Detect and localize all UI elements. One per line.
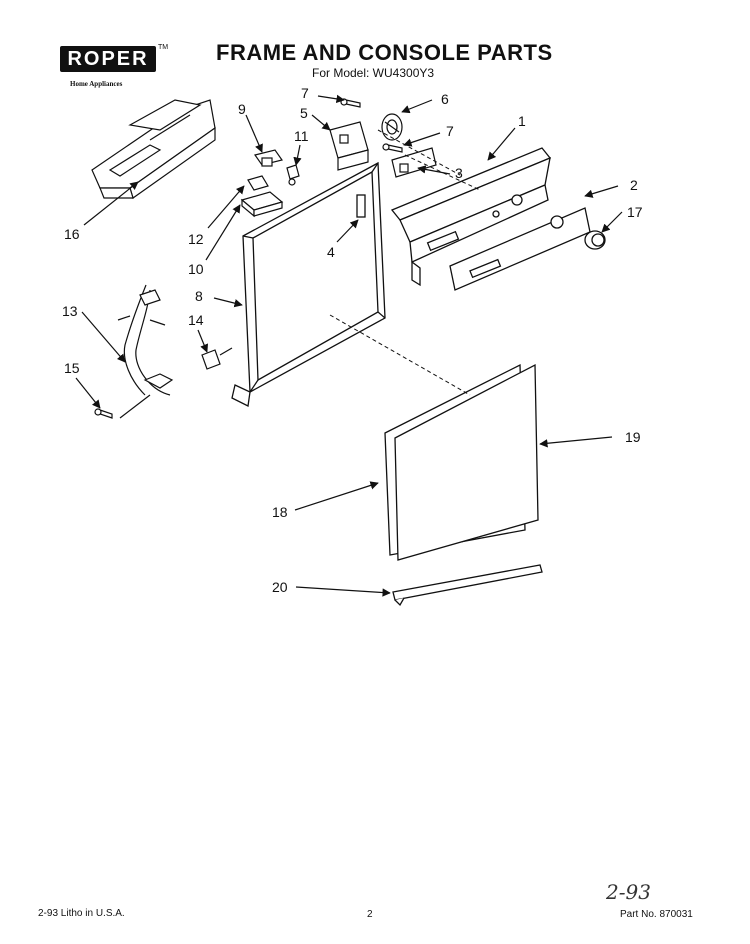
callout-16: 16 — [64, 226, 80, 242]
part-13-wire-harness — [117, 284, 174, 419]
callout-5: 5 — [300, 105, 308, 121]
part-17-knob — [584, 230, 606, 250]
part-7-screw-mid — [382, 143, 403, 153]
leader-arrows — [75, 94, 623, 597]
callout-10: 10 — [188, 261, 204, 277]
part-6-knob-cam — [381, 113, 403, 141]
callout-11: 11 — [294, 128, 309, 144]
callout-1: 1 — [518, 113, 526, 129]
callout-17: 17 — [627, 204, 643, 220]
callout-7-mid: 7 — [446, 123, 454, 139]
footer-part-number: Part No. 870031 — [620, 909, 693, 920]
callout-20: 20 — [272, 579, 288, 595]
callout-6: 6 — [441, 91, 449, 107]
part-1-console-panel — [390, 147, 552, 287]
part-20-trim-strip — [392, 564, 543, 607]
assembly-lines — [329, 129, 481, 396]
callout-13: 13 — [62, 303, 78, 319]
part-14-switch — [201, 347, 233, 370]
callout-labels: 1 2 3 4 5 6 7 7 8 9 10 11 12 13 14 15 16… — [62, 85, 643, 595]
logo-wordmark: ROPER — [67, 48, 149, 70]
callout-9: 9 — [238, 101, 246, 117]
callout-18: 18 — [272, 504, 288, 520]
callout-15: 15 — [64, 360, 80, 376]
part-3-switch-bracket — [391, 147, 437, 178]
callout-12: 12 — [188, 231, 204, 247]
footer-litho: 2-93 Litho in U.S.A. — [38, 908, 125, 919]
callout-14: 14 — [188, 312, 204, 328]
part-11-clip — [286, 164, 300, 186]
callout-8: 8 — [195, 288, 203, 304]
callout-7-top: 7 — [301, 85, 309, 101]
part-12-spring — [247, 175, 269, 191]
footer-page-number: 2 — [367, 909, 373, 920]
part-8-door-frame — [231, 161, 386, 407]
part-10-hinge-block — [240, 191, 284, 218]
page-title: FRAME AND CONSOLE PARTS — [216, 40, 553, 65]
model-subtitle: For Model: WU4300Y3 — [312, 66, 435, 80]
handwritten-date: 2-93 — [606, 880, 651, 904]
callout-19: 19 — [625, 429, 641, 445]
part-9-hinge-bracket — [254, 149, 283, 167]
logo-trademark: TM — [158, 44, 169, 51]
part-5-switch — [329, 121, 369, 171]
part-15-screw — [94, 408, 113, 419]
logo-tagline: Home Appliances — [70, 80, 123, 88]
callout-3: 3 — [455, 165, 463, 181]
part-16-vent-housing — [91, 99, 216, 199]
part-19-door-panel-outer — [394, 363, 539, 561]
callout-2: 2 — [630, 177, 638, 193]
callout-4: 4 — [327, 244, 335, 260]
brand-logo: ROPER TM Home Appliances — [60, 40, 170, 92]
logo-box: ROPER — [60, 46, 156, 72]
